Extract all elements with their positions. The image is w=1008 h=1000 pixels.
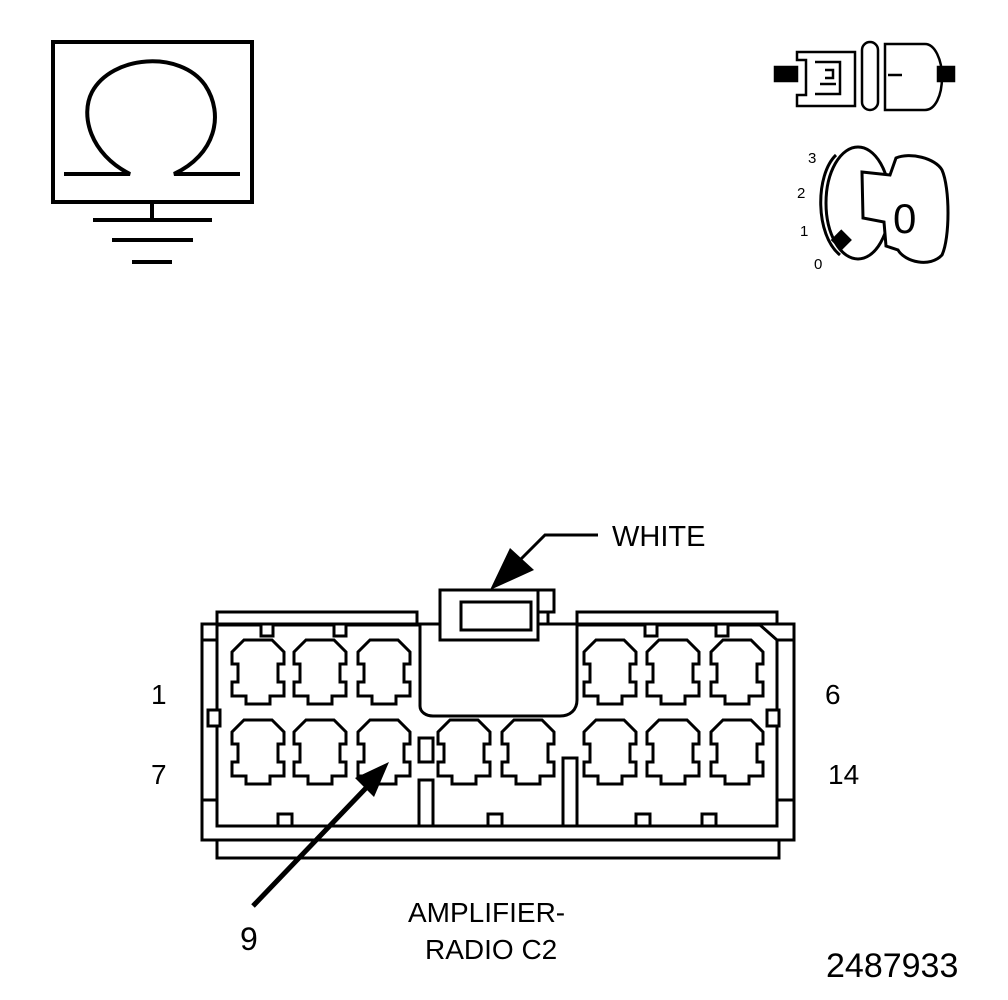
connector-name-line2: RADIO C2 [425, 934, 557, 965]
ohmmeter-icon [51, 40, 254, 264]
ignition-position-label: 0 [814, 256, 822, 273]
cavity [436, 718, 492, 786]
cavity [709, 638, 765, 706]
pin-callout-arrow [251, 762, 389, 908]
pin-label-bottom-right: 14 [828, 759, 859, 790]
cavity [500, 718, 556, 786]
ignition-position-label: 1 [800, 223, 808, 240]
connector-name-line1: AMPLIFIER- [408, 897, 565, 928]
ignition-key-icon [819, 145, 950, 264]
connector-color-label: WHITE [612, 521, 705, 553]
pin-label-top-right: 6 [825, 679, 841, 710]
ignition-position-label: 3 [808, 150, 816, 167]
color-callout-arrow [490, 533, 598, 590]
cavity [645, 718, 701, 786]
cavity [292, 718, 348, 786]
pin-label-top-left: 1 [151, 679, 167, 710]
pin-label-bottom-left: 7 [151, 759, 167, 790]
connector-face [200, 588, 796, 860]
cavity [230, 638, 286, 706]
cavity [292, 638, 348, 706]
ignition-key-label: 0 [893, 195, 916, 242]
ignition-position-label: 2 [797, 185, 805, 202]
cavity [582, 718, 638, 786]
cavity [709, 718, 765, 786]
cavity [582, 638, 638, 706]
cavity [645, 638, 701, 706]
callout-pin-label: 9 [240, 921, 258, 957]
cavity [356, 638, 412, 706]
figure-number: 2487933 [826, 947, 958, 985]
cavity [230, 718, 286, 786]
disconnected-connector-icon [773, 40, 956, 112]
